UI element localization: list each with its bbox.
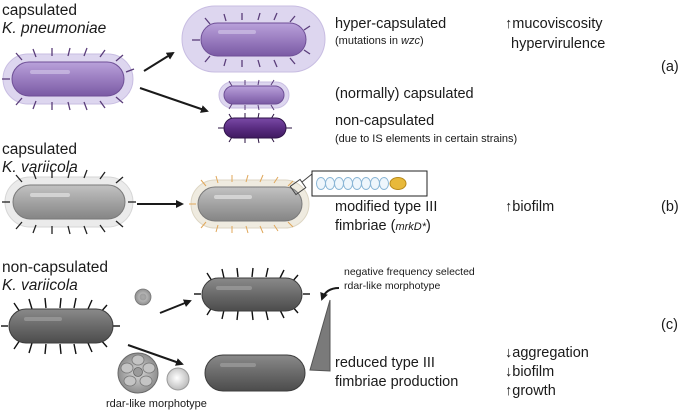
effect-biofilm-up: ↑biofilm: [505, 199, 555, 215]
fimbriated-grey-cell: [194, 267, 310, 321]
rdar-morphotype-label: rdar-like morphotype: [106, 398, 207, 410]
hyper-note-suffix: ): [419, 35, 424, 47]
capsulated-k-pneumoniae-cell: [2, 47, 135, 111]
arrow-to-normal-capsulated: [139, 87, 209, 113]
fimbriae-line2-prefix: fimbriae (: [335, 218, 396, 234]
source-label-capsulated-b: capsulated: [2, 141, 77, 158]
hyper-capsulated-cell: [181, 5, 326, 73]
effect-biofilm-down: ↓biofilm: [505, 364, 555, 380]
negative-frequency-label-line2: rdar-like morphotype: [344, 280, 441, 292]
normally-capsulated-label: (normally) capsulated: [335, 86, 474, 102]
fimbriae-line2-suffix: ): [426, 218, 431, 234]
non-capsulated-k-variicola-cell: [1, 297, 120, 355]
reduced-fimbriae-line2: fimbriae production: [335, 374, 459, 390]
effect-aggregation-down: ↓aggregation: [505, 345, 589, 361]
modified-fimbriae-line2: fimbriae (mrkD*): [335, 218, 431, 235]
arrow-to-hyper-capsulated: [143, 51, 175, 72]
panel-label-a: (a): [661, 59, 679, 75]
non-capsulated-note: (due to IS elements in certain strains): [335, 133, 518, 145]
effect-mucoviscosity: ↑mucoviscosity: [505, 16, 603, 32]
modified-fimbriae-line1: modified type III: [335, 199, 438, 215]
modified-fimbriae-cell: [189, 174, 310, 234]
non-capsulated-purple-cell: [218, 112, 292, 144]
source-label-non-capsulated-c: non-capsulated: [2, 259, 108, 276]
hyper-capsulated-note: (mutations in wzc): [335, 35, 424, 48]
arrow-to-reduced-fimbriae-cell: [127, 344, 184, 366]
panel-label-b: (b): [661, 199, 679, 215]
fimbriae-gene: mrkD*: [395, 221, 426, 233]
negative-frequency-label-line1: negative frequency selected: [344, 266, 475, 278]
selection-curved-arrow: [320, 287, 340, 301]
smooth-colony: [166, 367, 190, 391]
source-species-k-variicola-c: K. variicola: [2, 277, 78, 294]
reduced-fimbriae-line1: reduced type III: [335, 355, 435, 371]
capsulated-k-variicola-cell: [2, 169, 136, 235]
rdar-wrinkled-colony: [117, 352, 159, 394]
source-species-k-pneumoniae: K. pneumoniae: [2, 20, 107, 37]
frequency-wedge: [309, 299, 331, 372]
source-label-capsulated-a: capsulated: [2, 2, 77, 19]
panel-label-c: (c): [661, 317, 678, 333]
arrow-to-fimbriated-cell: [159, 299, 192, 314]
source-species-k-variicola-b: K. variicola: [2, 159, 78, 176]
fimbria-zoom-inset: [289, 170, 428, 197]
non-capsulated-title: non-capsulated: [335, 113, 435, 129]
hyper-note-gene: wzc: [401, 35, 420, 47]
normal-capsulated-cell: [218, 79, 290, 111]
reduced-fimbriae-cell: [204, 354, 306, 392]
hyper-capsulated-title: hyper-capsulated: [335, 16, 447, 32]
small-wrinkled-colony: [134, 288, 152, 306]
effect-growth-up: ↑growth: [505, 383, 556, 399]
hyper-note-prefix: (mutations in: [335, 35, 402, 47]
effect-hypervirulence: hypervirulence: [511, 36, 606, 52]
